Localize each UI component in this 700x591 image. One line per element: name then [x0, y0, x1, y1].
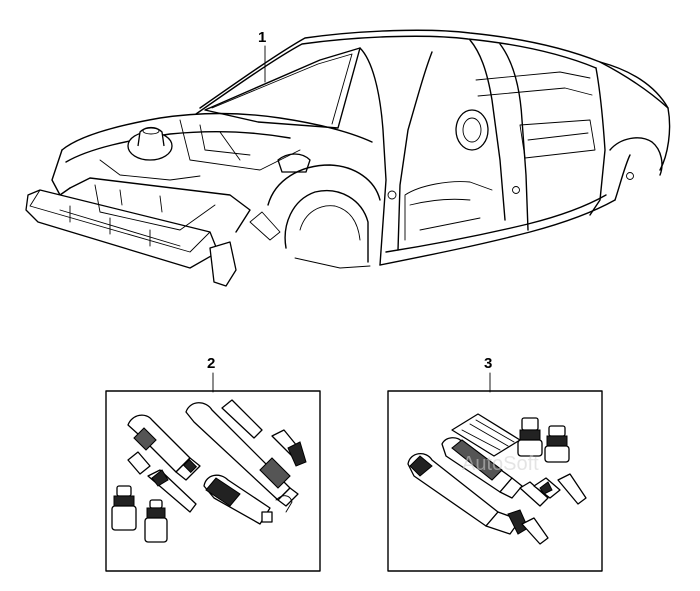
sealant-tube	[127, 414, 201, 481]
bottle	[144, 499, 168, 543]
nozzle	[533, 473, 587, 505]
sealant-tube	[407, 453, 549, 545]
nozzle	[221, 399, 307, 467]
bottle	[517, 417, 543, 457]
cartridge	[203, 474, 293, 525]
sealant-kit-box[interactable]	[387, 390, 603, 572]
watermark-text: AutoSoft	[462, 453, 539, 475]
car-body-shell[interactable]	[25, 29, 671, 287]
callout-number: 3	[484, 355, 492, 372]
callout-number: 1	[258, 29, 266, 46]
callout-number: 2	[207, 355, 215, 372]
callout-1: 1	[258, 29, 266, 83]
nozzle	[127, 451, 197, 513]
callout-2: 2	[207, 355, 215, 393]
bottle	[111, 485, 137, 531]
sealant-kit-box[interactable]	[105, 390, 321, 572]
sealant-tube	[441, 437, 549, 507]
bottle	[544, 425, 570, 463]
callout-3: 3	[484, 355, 492, 393]
sealant-tube	[185, 402, 299, 507]
